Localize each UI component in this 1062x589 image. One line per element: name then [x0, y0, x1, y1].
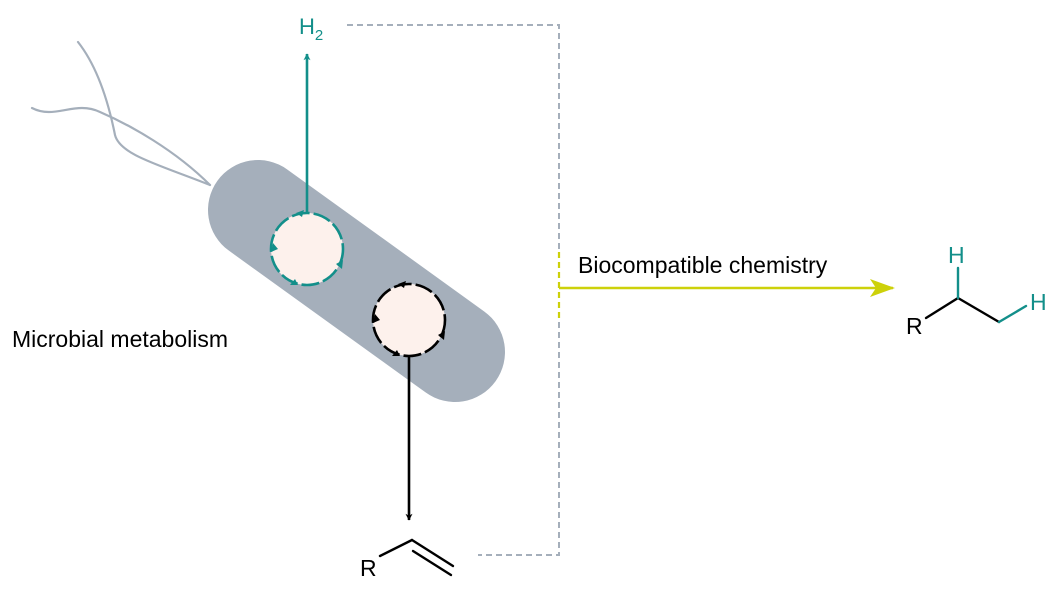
microbial-metabolism-label: Microbial metabolism: [12, 326, 228, 352]
hydrogen-label: H2: [299, 14, 323, 44]
teal-cycle-icon: [269, 210, 345, 287]
product-h-top-label: H: [948, 242, 965, 268]
alkene-r-label: R: [360, 555, 377, 581]
product-r-label: R: [906, 313, 923, 339]
biocompatible-chemistry-label: Biocompatible chemistry: [578, 252, 828, 278]
product-structure: R H H: [906, 242, 1047, 339]
product-h-right-label: H: [1030, 289, 1047, 315]
alkene-structure: R: [360, 538, 455, 581]
yellow-arrowhead: [870, 279, 895, 297]
flagellum: [30, 40, 212, 187]
dashed-connector: [347, 24, 560, 556]
